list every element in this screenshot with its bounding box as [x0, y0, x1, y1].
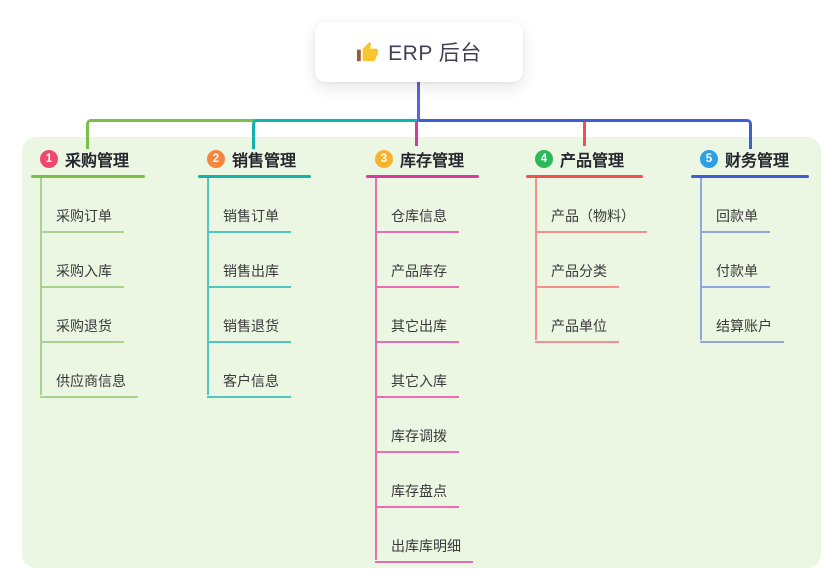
branch-label: 采购管理 — [65, 153, 130, 170]
child-rail-line — [700, 177, 702, 340]
branch-node-3[interactable]: 3 库存管理 — [375, 148, 464, 170]
child-rail-line — [535, 177, 537, 340]
branch-node-2[interactable]: 2 销售管理 — [207, 148, 296, 170]
child-node[interactable]: 产品库存 — [375, 258, 459, 288]
branch-underline — [31, 175, 145, 178]
child-node[interactable]: 供应商信息 — [40, 368, 138, 398]
child-node[interactable]: 销售退货 — [207, 313, 291, 343]
branch-label: 销售管理 — [232, 153, 297, 170]
child-node[interactable]: 回款单 — [700, 203, 770, 233]
child-node[interactable]: 产品单位 — [535, 313, 619, 343]
branch-connector-line — [418, 119, 752, 149]
branch-number-badge: 2 — [207, 150, 225, 168]
child-rail-line — [375, 177, 377, 560]
root-node-label: ERP 后台 — [388, 42, 482, 65]
root-node[interactable]: ERP 后台 — [315, 22, 523, 82]
child-node[interactable]: 仓库信息 — [375, 203, 459, 233]
child-node[interactable]: 结算账户 — [700, 313, 784, 343]
branch-label: 产品管理 — [560, 153, 625, 170]
branch-node-4[interactable]: 4 产品管理 — [535, 148, 624, 170]
branch-number-badge: 4 — [535, 150, 553, 168]
child-node[interactable]: 采购退货 — [40, 313, 124, 343]
child-node[interactable]: 其它入库 — [375, 368, 459, 398]
child-node[interactable]: 其它出库 — [375, 313, 459, 343]
child-node[interactable]: 采购入库 — [40, 258, 124, 288]
child-node[interactable]: 销售订单 — [207, 203, 291, 233]
branch-connector-line — [415, 122, 418, 146]
child-node[interactable]: 采购订单 — [40, 203, 124, 233]
branch-number-badge: 1 — [40, 150, 58, 168]
branch-underline — [526, 175, 643, 178]
branch-label: 财务管理 — [725, 153, 790, 170]
child-node[interactable]: 产品分类 — [535, 258, 619, 288]
branch-connector-line — [86, 119, 257, 149]
child-node[interactable]: 产品（物料） — [535, 203, 647, 233]
child-node[interactable]: 销售出库 — [207, 258, 291, 288]
branch-number-badge: 3 — [375, 150, 393, 168]
branch-node-1[interactable]: 1 采购管理 — [40, 148, 129, 170]
branch-underline — [198, 175, 311, 178]
branch-connector-line — [583, 122, 586, 146]
branch-number-badge: 5 — [700, 150, 718, 168]
branch-underline — [691, 175, 809, 178]
child-node[interactable]: 出库库明细 — [375, 533, 473, 563]
child-node[interactable]: 付款单 — [700, 258, 770, 288]
child-node[interactable]: 客户信息 — [207, 368, 291, 398]
branch-underline — [366, 175, 479, 178]
branch-connector-line — [252, 119, 422, 149]
child-node[interactable]: 库存盘点 — [375, 478, 459, 508]
root-trunk-line — [417, 82, 420, 122]
branch-node-5[interactable]: 5 财务管理 — [700, 148, 789, 170]
thumbs-up-icon — [356, 41, 379, 64]
child-node[interactable]: 库存调拨 — [375, 423, 459, 453]
branch-label: 库存管理 — [400, 153, 465, 170]
mindmap-panel — [22, 137, 821, 568]
